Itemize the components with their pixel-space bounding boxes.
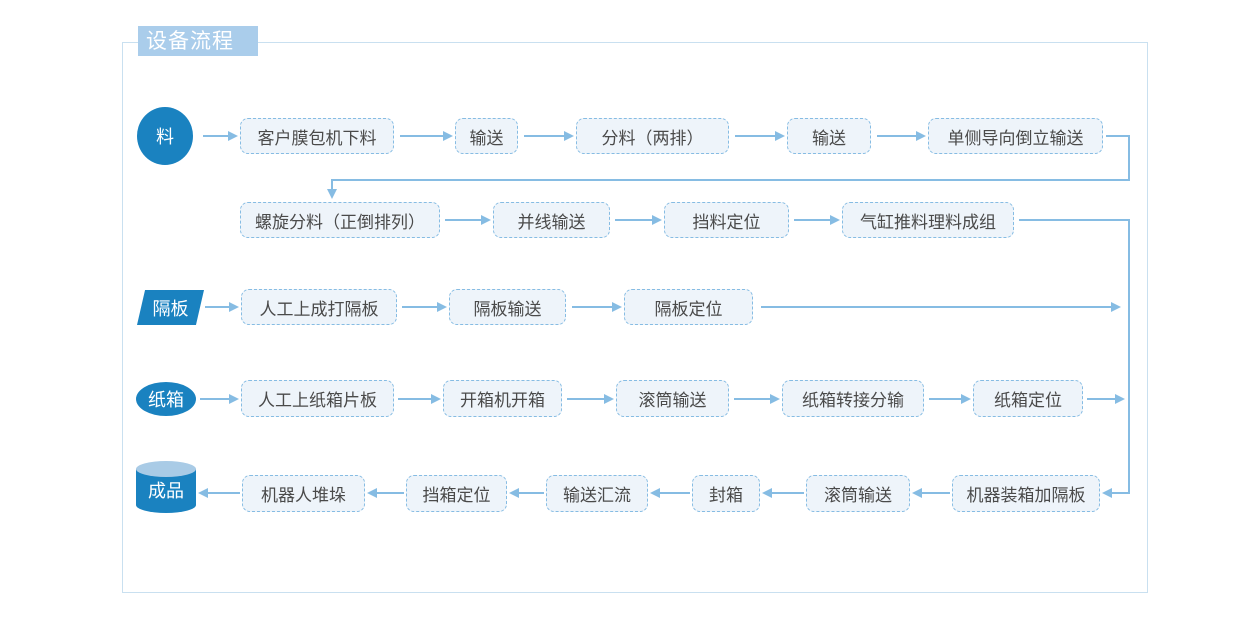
step-case-erector: 开箱机开箱 (443, 380, 562, 417)
start-material-oval: 料 (137, 107, 193, 165)
cylinder-icon (136, 461, 196, 513)
step-case-stop-position: 挡箱定位 (406, 475, 507, 512)
step-case-seal: 封箱 (692, 475, 760, 512)
diagram-title: 设备流程 (138, 26, 258, 56)
step-convey-1: 输送 (455, 118, 518, 154)
start-divider-shape: 隔板 (137, 290, 204, 325)
arrow-bus-to-r5 (1019, 219, 1130, 498)
step-divider-position: 隔板定位 (624, 289, 753, 325)
step-manual-carton: 人工上纸箱片板 (241, 380, 394, 417)
step-roller-convey-1: 滚筒输送 (616, 380, 729, 417)
step-stop-position: 挡料定位 (664, 202, 789, 238)
end-product-cylinder: 成品 (136, 461, 196, 513)
step-machine-pack: 机器装箱加隔板 (952, 475, 1100, 512)
step-cylinder-group: 气缸推料理料成组 (842, 202, 1014, 238)
step-robot-palletize: 机器人堆垛 (242, 475, 365, 512)
diagram-frame (122, 42, 1148, 593)
step-roller-convey-2: 滚筒输送 (806, 475, 910, 512)
step-unload: 客户膜包机下料 (240, 118, 394, 154)
step-manual-divider: 人工上成打隔板 (241, 289, 397, 325)
end-product-label: 成品 (148, 481, 184, 502)
step-convey-merge: 输送汇流 (546, 475, 648, 512)
step-merge-convey: 并线输送 (493, 202, 610, 238)
step-carton-transfer: 纸箱转接分输 (782, 380, 924, 417)
step-spiral-split: 螺旋分料（正倒排列） (240, 202, 440, 238)
step-split-two-rows: 分料（两排） (576, 118, 729, 154)
arrow-r1-to-r2 (327, 135, 1130, 199)
start-carton-oval: 纸箱 (136, 382, 196, 416)
step-divider-convey: 隔板输送 (449, 289, 566, 325)
step-convey-2: 输送 (787, 118, 871, 154)
step-side-guide-invert: 单侧导向倒立输送 (928, 118, 1103, 154)
step-carton-position: 纸箱定位 (973, 380, 1083, 417)
